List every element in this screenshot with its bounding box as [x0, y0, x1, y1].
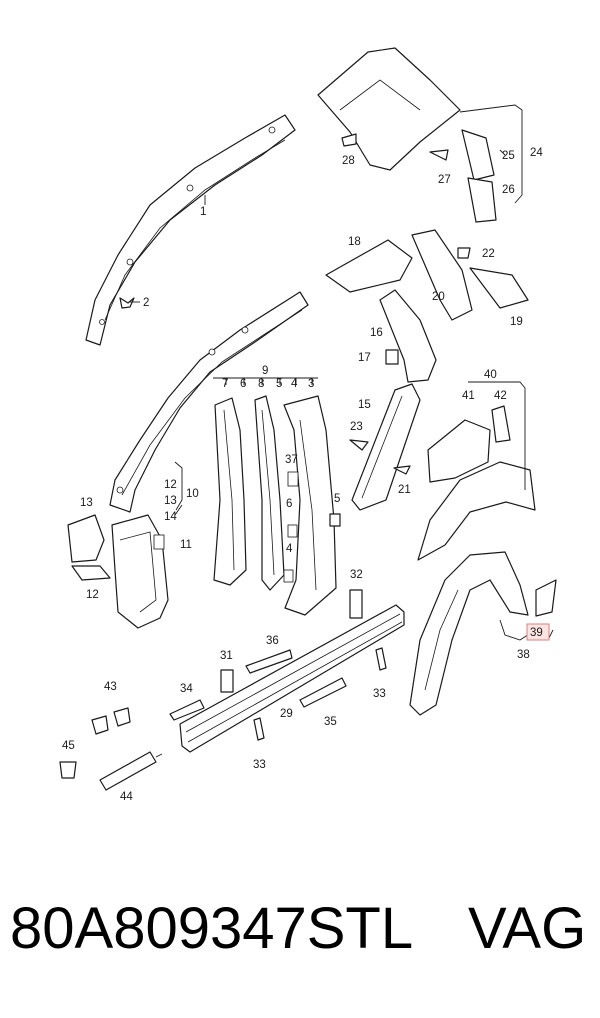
callout-37: 37 — [285, 454, 298, 466]
callout-3: 3 — [308, 378, 314, 390]
part-41-bracket — [427, 419, 491, 483]
callout-12a: 12 — [164, 479, 177, 491]
callout-45: 45 — [62, 740, 75, 752]
callout-10: 10 — [186, 488, 199, 500]
callout-28: 28 — [342, 155, 355, 167]
part-35-strip — [299, 677, 347, 708]
callout-25: 25 — [502, 150, 515, 162]
part-15-c-pillar — [351, 383, 421, 511]
callout-44: 44 — [120, 791, 133, 803]
callout-4a: 4 — [291, 378, 298, 390]
part-29-sill — [179, 604, 405, 753]
footer: 80A809347STL VAG — [0, 895, 600, 985]
leader-lines — [130, 104, 554, 641]
callout-33a: 33 — [253, 759, 266, 771]
callout-5b: 5 — [334, 493, 340, 505]
part-23-clip — [349, 439, 369, 451]
part-31-bracket — [220, 669, 234, 693]
callout-34: 34 — [180, 683, 193, 695]
part-26-bracket — [467, 177, 497, 223]
part-27-clip — [429, 149, 449, 161]
callout-20: 20 — [432, 291, 445, 303]
callout-labels: 1 2 9 7 6 8 5 4 3 12 13 10 14 13 11 12 3… — [62, 147, 543, 803]
callout-16: 16 — [370, 327, 383, 339]
part-8-b-pillar-reinforcement — [254, 395, 285, 591]
part-16-panel — [379, 289, 437, 383]
callout-35: 35 — [324, 716, 337, 728]
part-7-b-pillar-inner — [213, 397, 247, 586]
callout-43: 43 — [104, 681, 117, 693]
callout-7: 7 — [222, 378, 228, 390]
part-28-clip — [341, 133, 357, 147]
callout-24: 24 — [530, 147, 543, 159]
callout-8: 8 — [258, 378, 264, 390]
callout-12b: 12 — [86, 589, 99, 601]
part-20-panel — [411, 229, 473, 321]
part-34-bracket — [169, 699, 205, 721]
callout-15: 15 — [358, 399, 371, 411]
part-12-strip — [71, 565, 111, 581]
callout-13b: 13 — [80, 497, 93, 509]
callout-6a: 6 — [240, 378, 246, 390]
callout-26: 26 — [502, 184, 515, 196]
callout-38: 38 — [517, 649, 530, 661]
part-13-bracket — [67, 514, 105, 563]
part-14-a-pillar-lower — [111, 514, 169, 629]
brand-name: VAG — [468, 896, 587, 961]
callout-1: 1 — [200, 206, 206, 218]
callout-19: 19 — [510, 316, 523, 328]
callout-21: 21 — [398, 484, 411, 496]
part-21-clip — [393, 465, 411, 475]
part-25-bracket — [461, 129, 495, 181]
part-43-bolts — [91, 707, 131, 735]
callout-42: 42 — [494, 390, 507, 402]
part-17-clip — [385, 349, 399, 365]
part-44-sealant-tube — [99, 751, 163, 791]
callout-32: 32 — [350, 569, 363, 581]
part-22-clip — [457, 247, 471, 259]
callout-29: 29 — [280, 708, 293, 720]
callout-33b: 33 — [373, 688, 386, 700]
part-19-panel — [469, 267, 529, 309]
callout-11: 11 — [180, 539, 192, 551]
part-32-bracket — [349, 589, 363, 619]
part-45-screw — [59, 761, 77, 779]
callout-14: 14 — [164, 511, 177, 523]
callout-2: 2 — [143, 297, 149, 309]
part-2-clip — [119, 297, 135, 309]
callout-27: 27 — [438, 174, 451, 186]
body-parts-exploded-diagram: 1 2 9 7 6 8 5 4 3 12 13 10 14 13 11 12 3… — [59, 47, 557, 803]
part-1-roof-rail — [85, 114, 296, 346]
callout-39-highlight — [526, 623, 550, 641]
part-38-outer-wheelhouse — [409, 551, 529, 716]
callout-23: 23 — [350, 421, 363, 433]
callout-6b: 6 — [286, 498, 292, 510]
callout-13a: 13 — [164, 495, 177, 507]
part-33-clips — [253, 647, 387, 741]
part-number: 80A809347STL — [10, 896, 414, 961]
callout-17: 17 — [358, 352, 371, 364]
part-36-strip — [245, 649, 293, 674]
callout-36: 36 — [266, 635, 279, 647]
part-42-bracket — [491, 405, 511, 443]
callout-4b: 4 — [286, 543, 293, 555]
callout-22: 22 — [482, 248, 495, 260]
part-3-b-pillar-outer — [283, 395, 337, 616]
part-24-rear-panel — [317, 47, 461, 171]
callout-39: 39 — [530, 627, 543, 639]
callout-18: 18 — [348, 236, 361, 248]
callout-40: 40 — [484, 369, 497, 381]
callout-5a: 5 — [276, 378, 282, 390]
part-39-bracket — [535, 579, 557, 617]
part-18-panel — [325, 239, 413, 293]
callout-31: 31 — [220, 650, 233, 662]
callout-9: 9 — [262, 365, 268, 377]
part-40-inner-wheelhouse — [417, 461, 536, 561]
part-9-a-pillar — [109, 291, 309, 513]
callout-41: 41 — [462, 390, 475, 402]
part-5-small-bracket — [329, 513, 341, 527]
